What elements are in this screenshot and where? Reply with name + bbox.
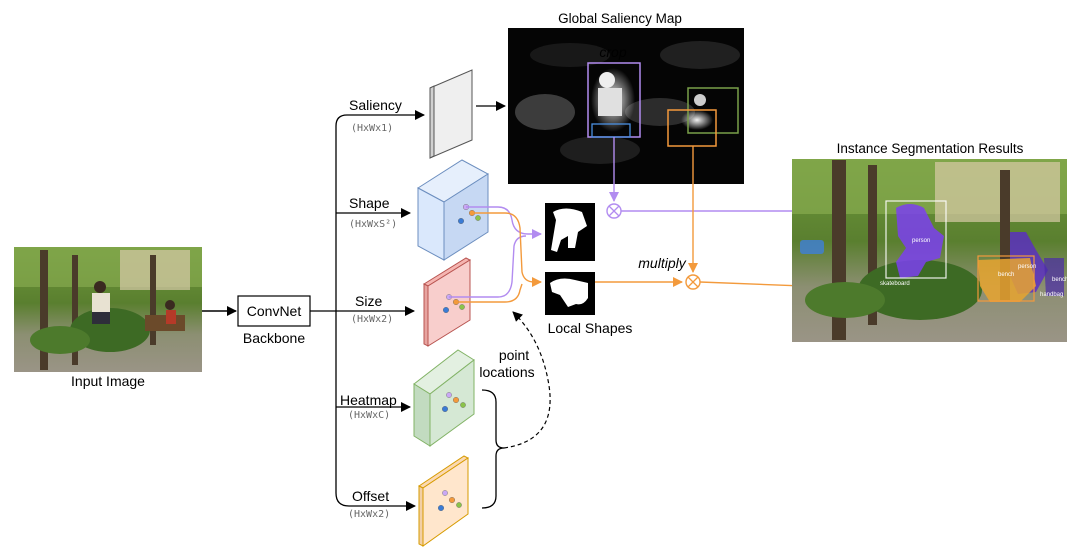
head-shape-dims: (HxWxS²) bbox=[349, 219, 397, 230]
orange-multiply-icon bbox=[687, 276, 699, 288]
result-box-bench bbox=[977, 255, 1035, 302]
branch-arrows bbox=[336, 110, 425, 511]
point-locations-arrow bbox=[503, 311, 551, 449]
result-tag-bench1: bench bbox=[998, 272, 1014, 278]
result-tag-handbag: handbag bbox=[1040, 292, 1063, 298]
head-saliency-name: Saliency bbox=[349, 97, 402, 113]
head-labels: Saliency (HxWx1) Shape (HxWxS²) Size (Hx… bbox=[340, 97, 402, 520]
crop-box-skateboard bbox=[591, 123, 631, 138]
size-tensor bbox=[422, 257, 472, 347]
shape-tensor bbox=[417, 159, 489, 261]
result-tag-bench2: bench bbox=[1052, 277, 1068, 283]
results-title: Instance Segmentation Results bbox=[837, 141, 1024, 156]
results-image bbox=[792, 159, 1067, 342]
purple-multiply-icon bbox=[608, 205, 620, 217]
saliency-map-title: Global Saliency Map bbox=[558, 11, 682, 26]
backbone-label: Backbone bbox=[243, 330, 305, 346]
convnet-box: ConvNet bbox=[237, 295, 311, 327]
head-size-dims: (HxWx2) bbox=[351, 314, 393, 325]
result-tag-person1: person bbox=[912, 238, 930, 244]
crop-label: crop bbox=[599, 44, 626, 60]
convnet-label: ConvNet bbox=[247, 303, 302, 319]
local-shape-orange bbox=[545, 272, 595, 315]
point-label-line1: point bbox=[499, 347, 529, 363]
local-shapes-label: Local Shapes bbox=[548, 320, 633, 336]
crop-box-bench bbox=[667, 109, 717, 147]
input-image-label: Input Image bbox=[71, 373, 145, 389]
saliency-tensor bbox=[429, 69, 473, 159]
result-tag-skateboard: skateboard bbox=[880, 281, 910, 287]
saliency-map-image bbox=[508, 28, 744, 184]
head-heatmap-name: Heatmap bbox=[340, 392, 397, 408]
result-box-person bbox=[885, 200, 947, 279]
input-image bbox=[14, 247, 202, 372]
multiply-label: multiply bbox=[638, 255, 686, 271]
local-shape-purple bbox=[545, 203, 595, 261]
head-shape-name: Shape bbox=[349, 195, 390, 211]
offset-tensor bbox=[418, 455, 469, 547]
heatmap-tensor bbox=[413, 349, 475, 447]
head-offset-name: Offset bbox=[352, 488, 389, 504]
head-size-name: Size bbox=[355, 293, 382, 309]
point-label-line2: locations bbox=[479, 364, 534, 380]
result-tag-person2: person bbox=[1018, 264, 1036, 270]
branch-connectors bbox=[310, 114, 350, 507]
head-heatmap-dims: (HxWxC) bbox=[348, 410, 390, 421]
head-offset-dims: (HxWx2) bbox=[348, 509, 390, 520]
head-saliency-dims: (HxWx1) bbox=[351, 123, 393, 134]
point-brace bbox=[481, 389, 505, 509]
